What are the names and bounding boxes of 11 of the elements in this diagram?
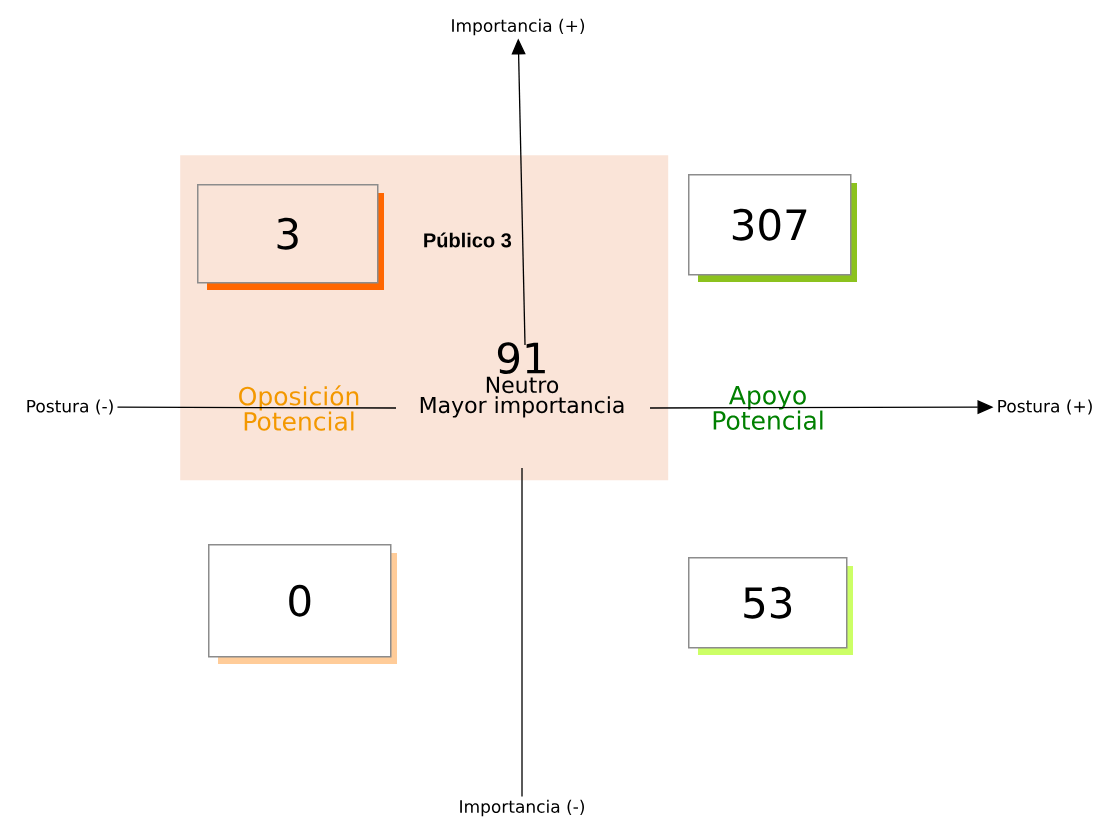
number-box: 0 xyxy=(208,544,397,664)
quadrant-label: Oposición Potencial xyxy=(239,385,359,431)
axis-label: Importancia (-) xyxy=(460,799,584,817)
number-box: 307 xyxy=(688,174,857,282)
axis-label: Postura (-) xyxy=(27,399,113,415)
axis-label: Postura (+) xyxy=(998,399,1092,415)
axis-label: Importancia (+) xyxy=(452,18,585,36)
center-text: 91 Neutro Mayor importancia xyxy=(420,342,624,418)
quadrant-label: Apoyo Potencial xyxy=(713,386,823,430)
number-box: 53 xyxy=(688,557,853,655)
number-box: 3 xyxy=(197,184,384,290)
